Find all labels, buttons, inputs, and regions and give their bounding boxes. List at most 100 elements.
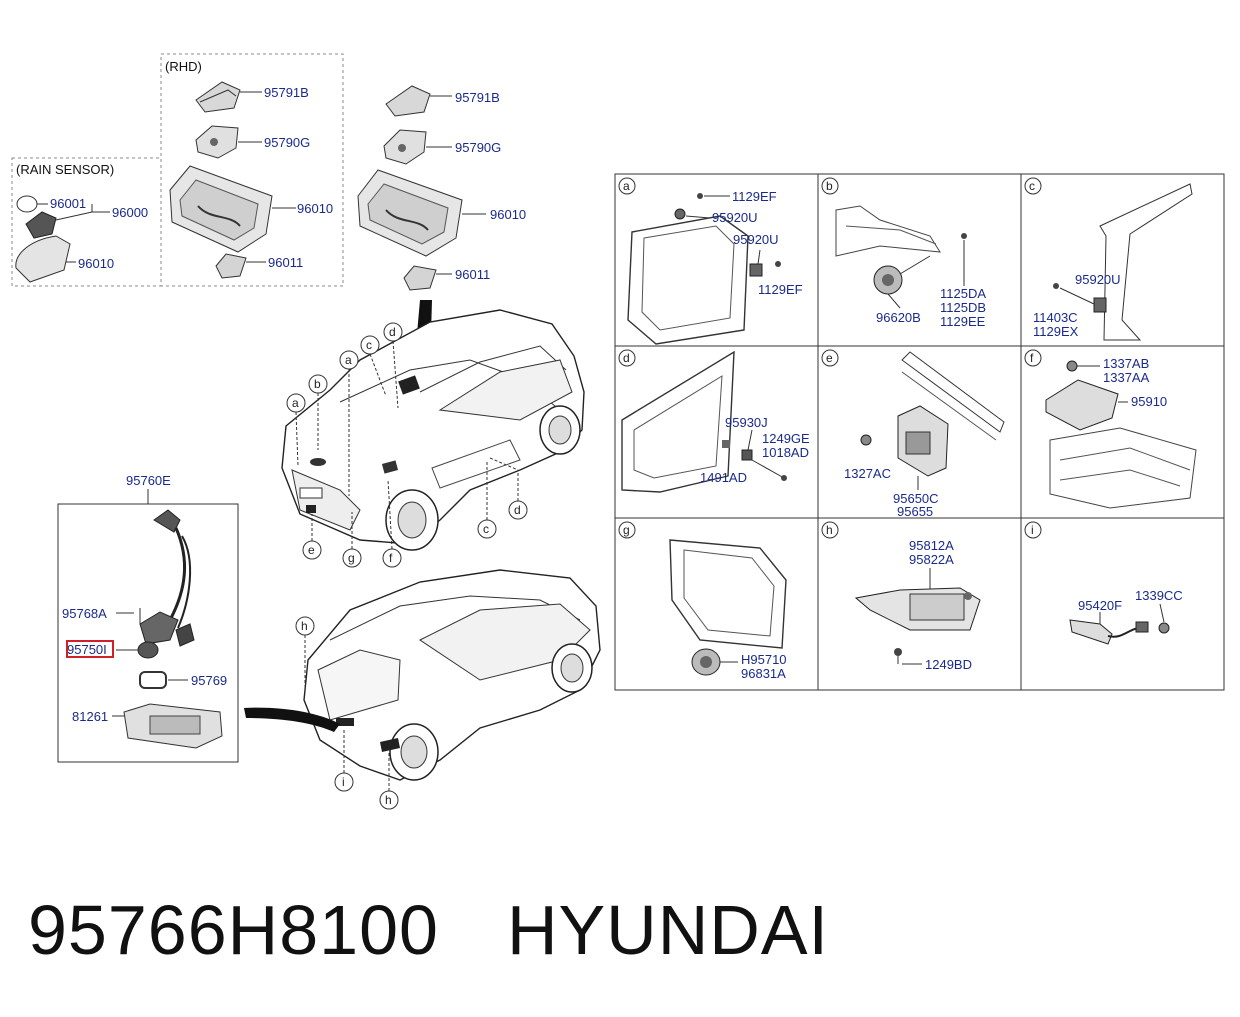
gasket-icon [139, 671, 167, 689]
label-1249BD[interactable]: 1249BD [925, 657, 972, 672]
label-95650C[interactable]: 95650C [893, 491, 939, 506]
svg-text:i: i [1031, 523, 1034, 537]
callout-f[interactable]: f [382, 479, 402, 568]
label-a-95920U-1[interactable]: 95920U [712, 210, 758, 225]
callout-d-1[interactable]: d [383, 322, 403, 409]
label-a-1129EF-2[interactable]: 1129EF [758, 282, 803, 297]
label-1337AA[interactable]: 1337AA [1103, 370, 1150, 385]
label-95790G[interactable]: 95790G [264, 135, 310, 150]
highlight-box [66, 640, 114, 658]
connector-icon [153, 509, 181, 533]
label-lhd-95790G[interactable]: 95790G [455, 140, 501, 155]
label-95791B[interactable]: 95791B [264, 85, 309, 100]
callout-b[interactable]: b [308, 374, 328, 450]
camera-icon [139, 611, 179, 645]
callout-d-2[interactable]: d [489, 457, 528, 520]
svg-text:c: c [1029, 179, 1035, 193]
cell-h-letter: h [821, 521, 839, 539]
label-a-95920U-2[interactable]: 95920U [733, 232, 779, 247]
rain-sensor-section: (RAIN SENSOR) 96001 96000 96010 [11, 157, 162, 287]
cell-e-letter: e [821, 349, 839, 367]
sensor-bracket-icon [1069, 619, 1113, 645]
label-1129EE[interactable]: 1129EE [940, 314, 986, 329]
label-1125DB[interactable]: 1125DB [940, 300, 986, 315]
arrow-icon [244, 707, 340, 732]
label-1491AD[interactable]: 1491AD [700, 470, 747, 485]
svg-text:g: g [623, 523, 630, 537]
cover-part-icon [385, 85, 431, 117]
svg-text:g: g [348, 551, 355, 565]
pillar-icon [1099, 183, 1193, 341]
label-95812A[interactable]: 95812A [909, 538, 954, 553]
lamp-part-icon [215, 253, 247, 279]
rear-car [244, 569, 601, 781]
label-1018AD[interactable]: 1018AD [762, 445, 809, 460]
cell-a: 1129EF 95920U 95920U 1129EF [627, 189, 803, 345]
label-95768A[interactable]: 95768A [62, 606, 107, 621]
label-95420F[interactable]: 95420F [1078, 598, 1122, 613]
label-1337AB[interactable]: 1337AB [1103, 356, 1149, 371]
label-96011[interactable]: 96011 [268, 255, 303, 270]
label-95750I[interactable]: 95750I [67, 642, 107, 657]
cell-c: 95920U 11403C 1129EX [1033, 183, 1193, 341]
callout-i[interactable]: i [334, 730, 354, 792]
rhd-box [160, 53, 344, 287]
detail-grid: a b c d e f g h i 1129EF 95920U 95920U 1… [614, 173, 1225, 691]
label-96001[interactable]: 96001 [50, 196, 86, 211]
svg-text:h: h [385, 793, 392, 807]
label-1249GE[interactable]: 1249GE [762, 431, 810, 446]
label-95655[interactable]: 95655 [897, 504, 933, 519]
label-a-1129EF[interactable]: 1129EF [732, 189, 777, 204]
label-lhd-96010[interactable]: 96010 [490, 207, 526, 222]
callout-c-1[interactable]: c [360, 335, 387, 397]
callout-a-1[interactable]: a [339, 350, 359, 496]
rhd-header: (RHD) [165, 59, 202, 74]
label-81261[interactable]: 81261 [72, 709, 108, 724]
svg-text:c: c [483, 522, 489, 536]
cell-i: 95420F 1339CC [1069, 588, 1183, 645]
label-c-95920U[interactable]: 95920U [1075, 272, 1121, 287]
frame-icon [627, 215, 749, 345]
callout-e[interactable]: e [302, 514, 322, 560]
svg-text:b: b [826, 179, 833, 193]
callout-c-2[interactable]: c [477, 460, 497, 539]
svg-text:a: a [623, 179, 630, 193]
cell-e: 1327AC 95650C 95655 [844, 351, 1005, 519]
label-H95710[interactable]: H95710 [741, 652, 787, 667]
label-1327AC[interactable]: 1327AC [844, 466, 891, 481]
label-rs-96010[interactable]: 96010 [78, 256, 114, 271]
cover-part-icon [195, 81, 241, 113]
label-96010[interactable]: 96010 [297, 201, 333, 216]
callout-a-2[interactable]: a [286, 393, 306, 467]
label-1129EX[interactable]: 1129EX [1033, 324, 1079, 339]
rear-callouts: h i h [295, 616, 399, 810]
callout-g[interactable]: g [342, 512, 362, 568]
label-lhd-95791B[interactable]: 95791B [455, 90, 500, 105]
label-96000[interactable]: 96000 [112, 205, 148, 220]
callout-h-2[interactable]: h [379, 752, 399, 810]
label-95822A[interactable]: 95822A [909, 552, 954, 567]
label-lhd-96011[interactable]: 96011 [455, 267, 490, 282]
camera-section: 95760E 95768A 95750I 95769 81261 [57, 473, 239, 763]
svg-text:f: f [1030, 351, 1034, 365]
parts-diagram: (RHD) 95791B 95790G 96010 96011 (RAIN SE… [11, 53, 1225, 810]
cell-g-letter: g [618, 521, 636, 539]
cell-d-letter: d [618, 349, 636, 367]
label-95930J[interactable]: 95930J [725, 415, 768, 430]
callout-h-1[interactable]: h [295, 616, 315, 690]
front-callouts: a b c d a e g f c d [286, 322, 528, 568]
door-icon [621, 350, 735, 493]
label-96620B[interactable]: 96620B [876, 310, 921, 325]
label-95760E[interactable]: 95760E [126, 473, 171, 488]
label-95910[interactable]: 95910 [1131, 394, 1167, 409]
label-96831A[interactable]: 96831A [741, 666, 786, 681]
label-1339CC[interactable]: 1339CC [1135, 588, 1183, 603]
label-11403C[interactable]: 11403C [1033, 310, 1078, 325]
sensor-part-icon [25, 211, 57, 239]
cell-c-letter: c [1024, 177, 1042, 195]
label-95769[interactable]: 95769 [191, 673, 227, 688]
label-1125DA[interactable]: 1125DA [940, 286, 986, 301]
svg-text:i: i [342, 775, 345, 789]
svg-text:f: f [389, 551, 393, 565]
svg-text:d: d [623, 351, 630, 365]
